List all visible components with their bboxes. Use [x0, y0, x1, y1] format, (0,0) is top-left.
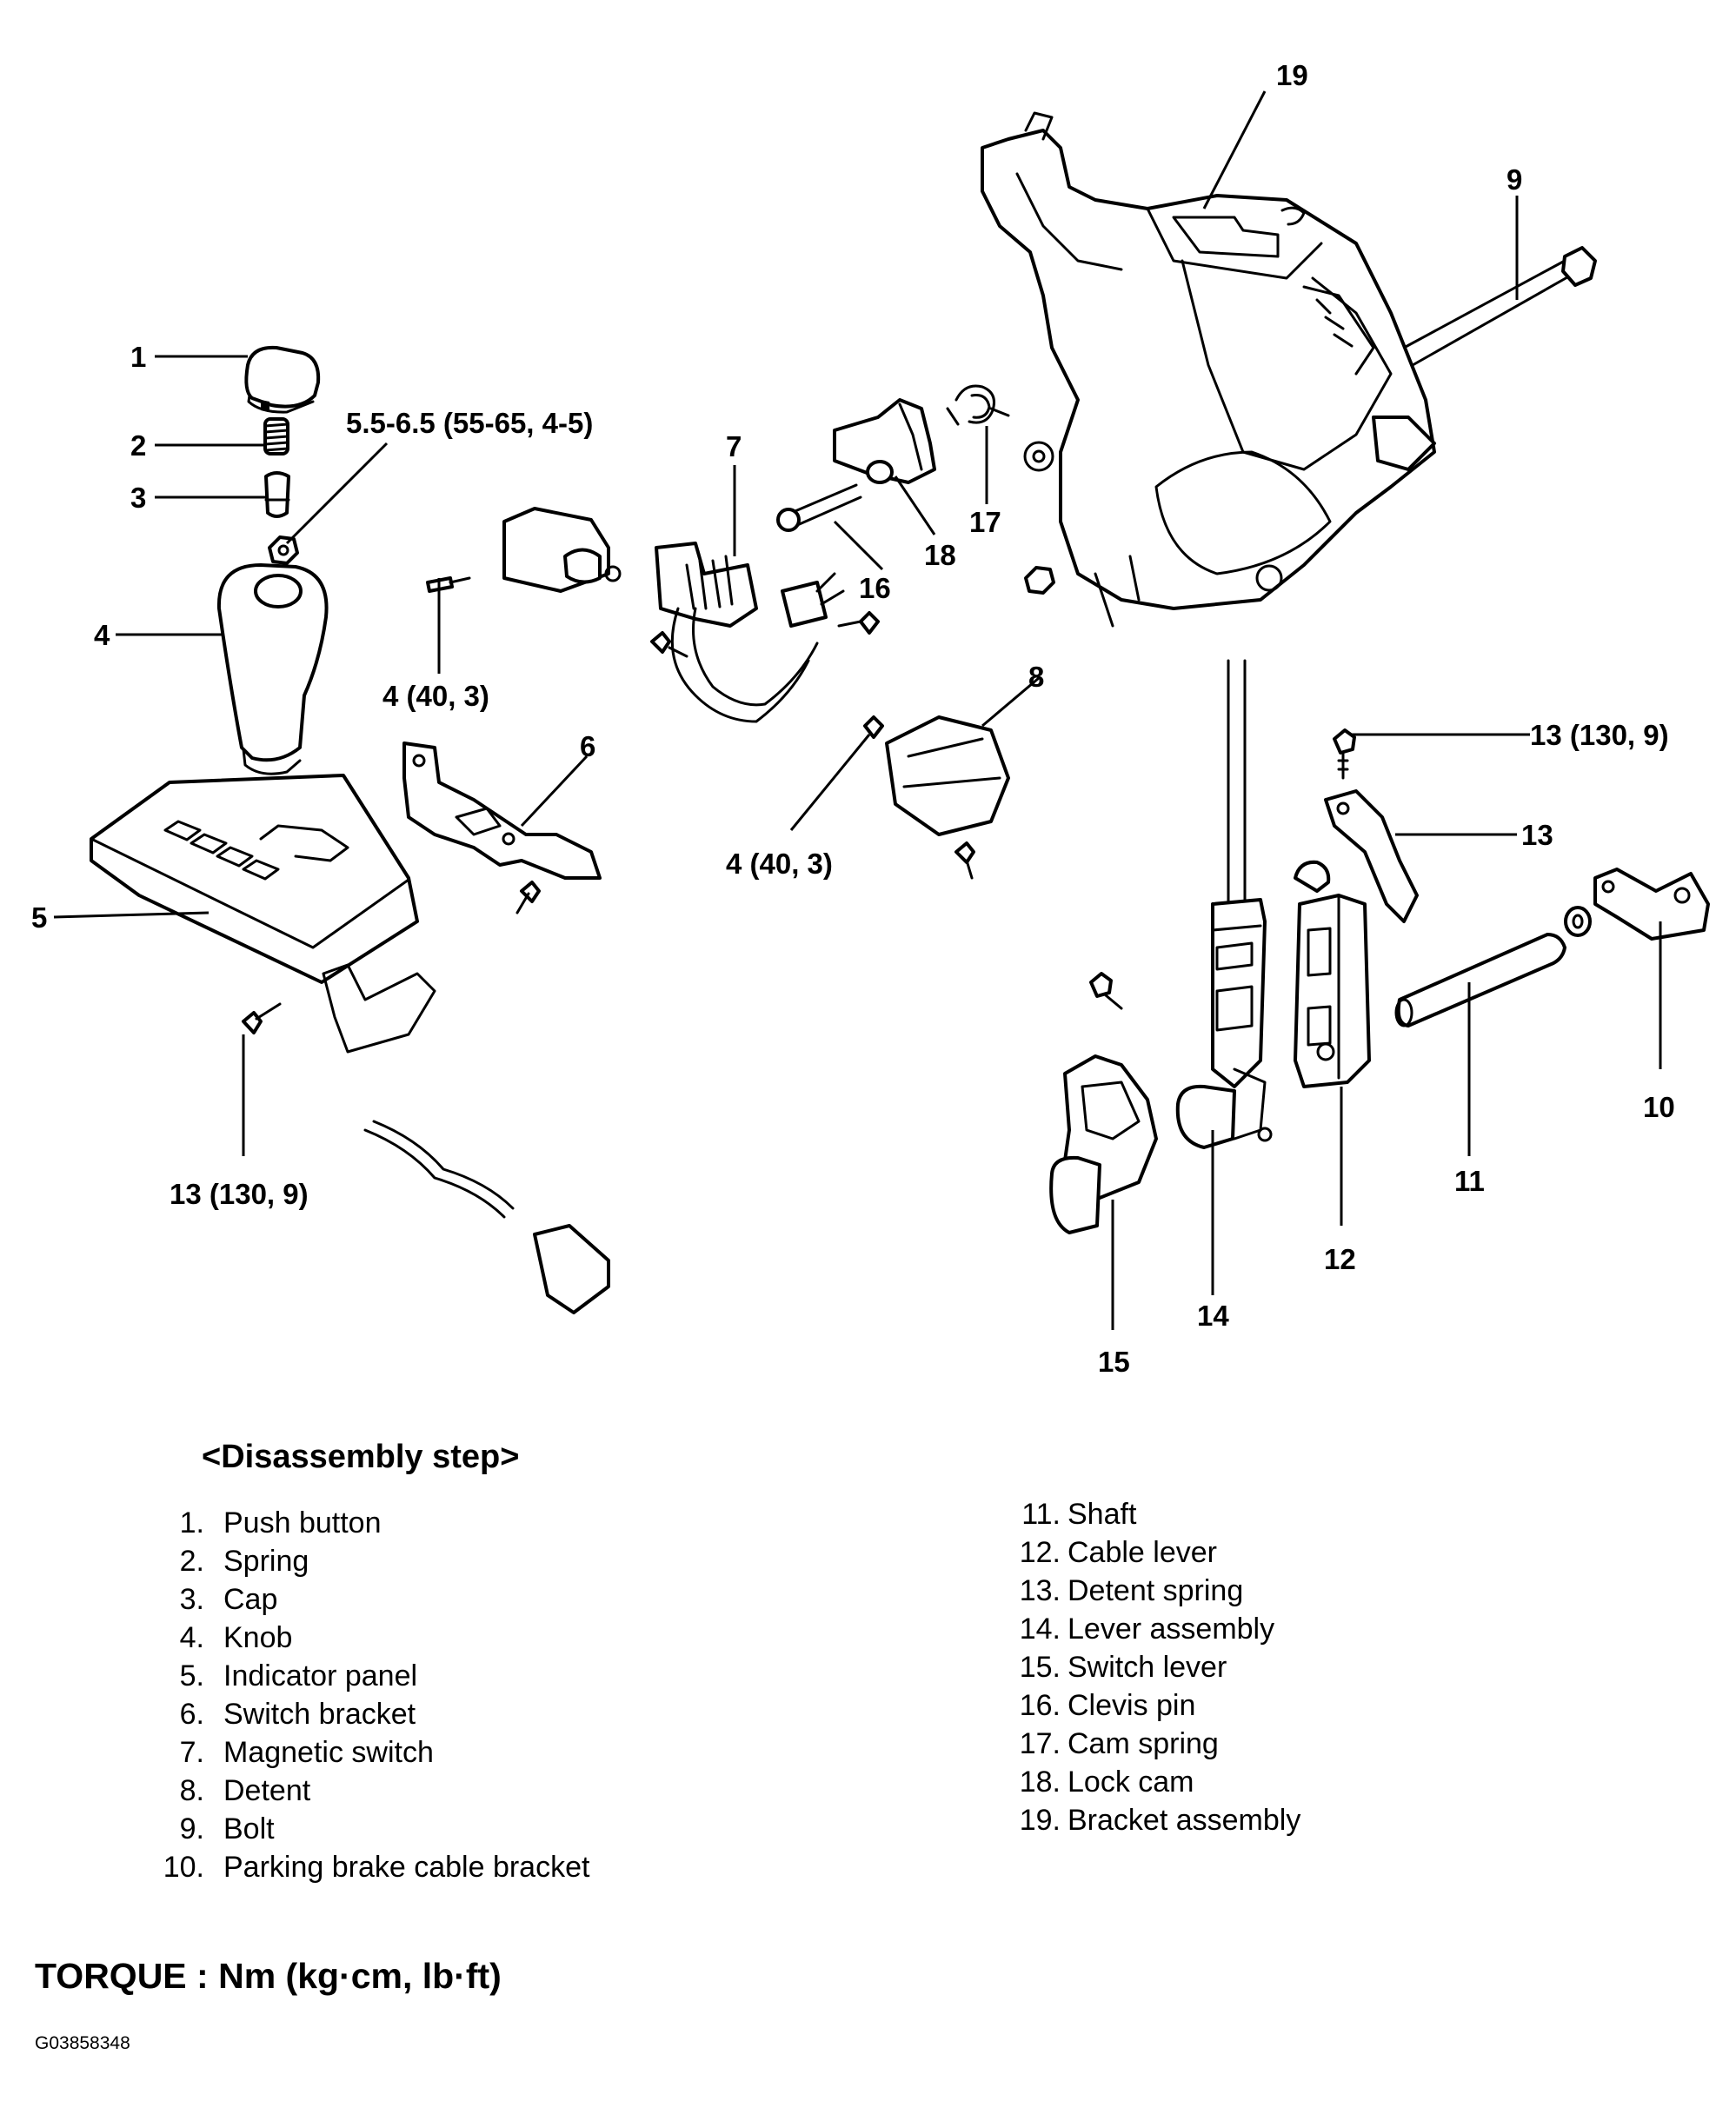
callout-13-torque: 13 (130, 9)	[1530, 719, 1669, 751]
part-shaft	[1394, 906, 1592, 1027]
callout-10: 10	[1643, 1091, 1675, 1123]
callout-labels: 1 2 3 5.5-6.5 (55-65, 4-5) 4 5 6 7 8 9 1…	[31, 59, 1675, 1378]
disassembly-list-left: 1.Push button 2.Spring 3.Cap 4.Knob 5.In…	[143, 1504, 590, 1886]
part-detent	[863, 715, 1010, 880]
list-item: 1.Push button	[179, 1506, 382, 1539]
callout-7: 7	[726, 430, 742, 462]
part-lever-assembly	[1175, 659, 1273, 1149]
part-bracket-assembly	[981, 111, 1436, 628]
list-item: 5.Indicator panel	[179, 1659, 418, 1692]
part-cap	[264, 471, 290, 518]
callout-14: 14	[1197, 1300, 1229, 1332]
list-item: 19.Bracket assembly	[1019, 1804, 1301, 1837]
callout-17: 17	[969, 506, 1001, 538]
list-item: 11.Shaft	[1021, 1498, 1137, 1531]
disassembly-title: <Disassembly step>	[202, 1439, 520, 1475]
list-item: 6.Switch bracket	[179, 1698, 416, 1731]
list-item: 4.Knob	[179, 1621, 293, 1654]
list-item: 12.Cable lever	[1019, 1536, 1217, 1569]
leader-lines	[53, 90, 1662, 1330]
callout-torque-nut: 5.5-6.5 (55-65, 4-5)	[346, 407, 593, 439]
part-indicator-panel	[90, 774, 610, 1314]
list-item: 9.Bolt	[179, 1812, 275, 1845]
callout-12: 12	[1324, 1243, 1356, 1275]
disassembly-list-right: 11.Shaft 12.Cable lever 13.Detent spring…	[1008, 1495, 1301, 1839]
part-nut	[268, 535, 299, 565]
callout-9: 9	[1507, 163, 1522, 196]
part-push-button	[244, 345, 321, 414]
figure-code: G03858348	[35, 2033, 130, 2053]
list-item: 13.Detent spring	[1019, 1574, 1244, 1607]
callout-torque-4b: 4 (40, 3)	[726, 848, 833, 880]
part-knob	[216, 563, 329, 775]
callout-1: 1	[130, 341, 146, 373]
callout-8: 8	[1028, 661, 1044, 693]
part-clevis-pin	[776, 483, 862, 532]
part-cam-spring	[946, 384, 1010, 426]
callout-15: 15	[1098, 1346, 1130, 1378]
list-item: 15.Switch lever	[1019, 1651, 1227, 1684]
list-item: 16.Clevis pin	[1019, 1689, 1196, 1722]
callout-torque-4a: 4 (40, 3)	[382, 680, 489, 712]
callout-5: 5	[31, 901, 47, 934]
list-item: 14.Lever assembly	[1019, 1613, 1275, 1646]
part-switch-lever	[1049, 1054, 1158, 1234]
list-item: 7.Magnetic switch	[179, 1736, 434, 1769]
list-item: 3.Cap	[179, 1583, 278, 1616]
part-cable-lever	[1294, 860, 1371, 1088]
part-spring	[263, 417, 289, 456]
callout-4: 4	[94, 619, 110, 651]
callout-19: 19	[1276, 59, 1308, 91]
callout-13: 13	[1521, 819, 1553, 851]
callout-3: 3	[130, 482, 146, 514]
part-lock-cam	[833, 398, 936, 484]
list-item: 2.Spring	[179, 1545, 309, 1578]
part-detent-spring	[1089, 728, 1419, 1010]
list-item: 8.Detent	[179, 1774, 311, 1807]
torque-units-label: TORQUE : Nm (kg·cm, lb·ft)	[35, 1956, 502, 1996]
list-item: 18.Lock cam	[1019, 1766, 1194, 1799]
callout-2: 2	[130, 429, 146, 462]
callout-6: 6	[580, 730, 595, 762]
part-bolt	[1398, 246, 1597, 367]
list-item: 17.Cam spring	[1019, 1727, 1219, 1760]
list-item: 10.Parking brake cable bracket	[163, 1851, 590, 1884]
callout-13-torque-panel: 13 (130, 9)	[170, 1178, 309, 1210]
callout-16: 16	[859, 572, 891, 604]
part-magnetic-switch	[426, 507, 880, 723]
part-parking-brake-cable-bracket	[1593, 868, 1710, 941]
callout-18: 18	[924, 539, 956, 571]
callout-11: 11	[1454, 1165, 1485, 1197]
part-switch-bracket	[402, 741, 602, 914]
